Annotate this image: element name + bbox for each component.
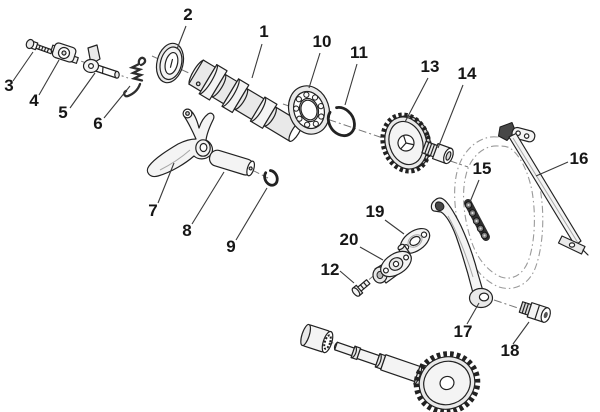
callout-15: 15 — [473, 159, 492, 178]
part-chain-15 — [464, 199, 490, 241]
callout-8: 8 — [182, 221, 191, 240]
callout-11: 11 — [350, 43, 368, 62]
callout-17: 17 — [454, 322, 473, 341]
part-cam-follower-4 — [50, 42, 79, 64]
part-gasket-19 — [399, 227, 431, 255]
callout-10: 10 — [313, 32, 332, 51]
callout-6: 6 — [93, 114, 102, 133]
callout-19: 19 — [366, 202, 385, 221]
part-bolt-3 — [25, 38, 53, 55]
part-circlip-9 — [263, 169, 279, 187]
callout-1: 1 — [259, 22, 268, 41]
part-bolt-14 — [421, 140, 454, 165]
callout-2: 2 — [183, 5, 192, 24]
leader-lines — [12, 25, 569, 345]
callout-18: 18 — [501, 341, 520, 360]
part-countershaft — [300, 323, 481, 412]
callout-20: 20 — [340, 230, 359, 249]
callout-labels: 1 2 3 4 5 6 7 8 9 10 11 12 13 14 15 16 1… — [4, 5, 588, 360]
part-rocker-fork-7 — [146, 108, 215, 178]
callout-4: 4 — [29, 91, 39, 110]
part-spring-6 — [123, 56, 147, 98]
part-camshaft-1 — [188, 59, 303, 142]
part-tensioner-arm-17 — [430, 197, 494, 309]
callout-9: 9 — [226, 237, 235, 256]
axis-centerlines — [35, 44, 522, 348]
callout-3: 3 — [4, 76, 13, 95]
callout-12: 12 — [321, 260, 340, 279]
part-tensioner-body-20 — [372, 243, 412, 284]
part-pin-8 — [208, 149, 256, 177]
part-snap-ring-11 — [326, 106, 356, 138]
callout-5: 5 — [58, 103, 67, 122]
part-shim-washer-2 — [155, 42, 185, 84]
part-ball-bearing-10 — [287, 85, 331, 135]
callout-14: 14 — [458, 64, 477, 83]
callout-16: 16 — [570, 149, 589, 168]
part-lever-5 — [82, 44, 120, 79]
part-pivot-bolt-18 — [518, 301, 551, 323]
callout-13: 13 — [421, 57, 440, 76]
part-chain-guide-16 — [498, 122, 589, 256]
part-bolt-12 — [351, 279, 371, 297]
callout-7: 7 — [148, 201, 157, 220]
part-sprocket-13 — [380, 112, 432, 174]
